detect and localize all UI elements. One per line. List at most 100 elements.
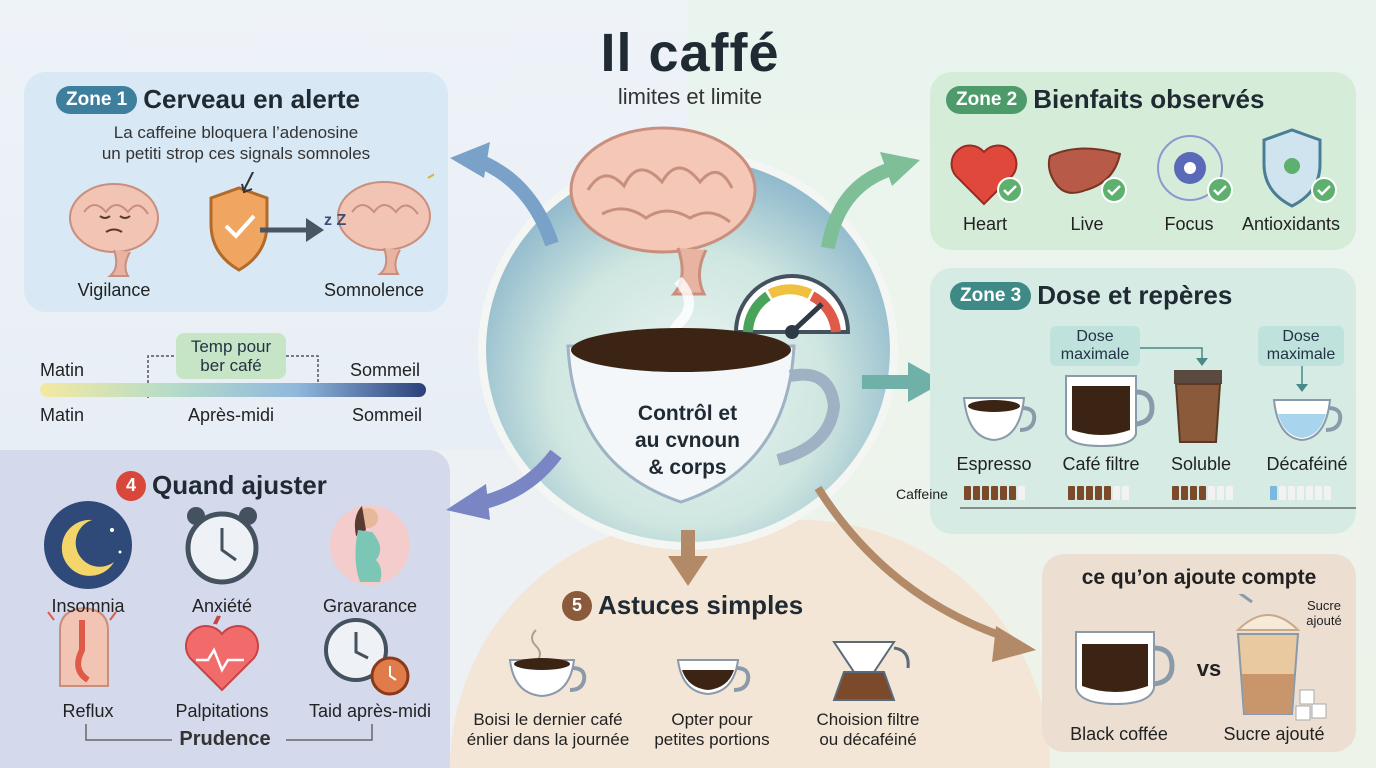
zone4-item-3: Gravarance (322, 596, 418, 616)
meter-segment (1104, 486, 1111, 500)
brain-icon (569, 126, 757, 296)
drink-espresso: Espresso (956, 454, 1032, 474)
zone5-icons (508, 629, 910, 701)
dose-tag-1-line2: maximale (1060, 346, 1130, 363)
center-illustration (566, 126, 851, 504)
zone5-number: 5 (562, 590, 592, 621)
zone2-icons (950, 128, 1337, 208)
zone5-header: 5 Astuces simples (562, 590, 803, 621)
zone5-tip-1-line1: Boisi le dernier café (473, 710, 623, 729)
black-coffee-label: Black coffée (1070, 724, 1168, 744)
meter-segment (1217, 486, 1224, 500)
zone3-pill: Zone 3 (950, 281, 1032, 310)
coffee-cup-icon (566, 328, 841, 504)
meter-segment (1068, 486, 1075, 500)
sugar-added-label: Sucre ajouté (1223, 724, 1325, 744)
sugar-tag-line2: ajouté (1306, 613, 1342, 628)
zone1-line2: un petiti strop ces signals somnoles (101, 144, 371, 163)
zone2-item-focus: Focus (1164, 214, 1214, 234)
latte-glass-icon (1235, 594, 1327, 721)
meter-segment (1077, 486, 1084, 500)
zone1-description: La caffeine bloquera l’adenosine un peti… (24, 122, 448, 164)
focus-icon (1157, 135, 1233, 203)
meter-segment (1122, 486, 1129, 500)
instant-coffee-cup-icon (1174, 370, 1222, 443)
decaf-cup-icon (1272, 399, 1343, 442)
pregnant-woman-icon (330, 505, 410, 585)
espresso-cup-icon (962, 397, 1037, 442)
heart-icon (950, 144, 1023, 206)
meter-segment (1324, 486, 1331, 500)
shield-icon (209, 172, 269, 272)
meter-soluble (1172, 486, 1233, 500)
center-line2: au cvnoun (634, 429, 740, 452)
zone4-item-2: Anxiété (191, 596, 253, 616)
zone5-tip-2-line1: Opter pour (671, 710, 753, 729)
reflux-icon (47, 606, 117, 687)
meter-segment (1172, 486, 1179, 500)
center-line3: & corps (648, 456, 727, 479)
zone2-item-antioxidants: Antioxidants (1241, 214, 1341, 234)
page-subtitle: limites et limite (617, 84, 763, 109)
sleepy-brain-icon (337, 172, 434, 275)
dose-tag-1-line1: Dose (1076, 328, 1114, 345)
zone4-title: Quand ajuster (152, 470, 327, 500)
meter-segment (1288, 486, 1295, 500)
dose-tag-2-line1: Dose (1282, 328, 1320, 345)
timeline-top-right: Sommeil (350, 360, 421, 380)
zone5-tip-1: Boisi le dernier café énlier dans la jou… (458, 710, 638, 750)
liver-icon (1047, 147, 1127, 203)
timeline-bottom-mid: Après-midi (188, 405, 275, 425)
zone3-panel: Zone 3 Dose et repères Dose maximale Dos… (896, 268, 1356, 534)
arrow-right-icon (260, 218, 324, 242)
zone5-tip-3-line2: ou décaféiné (819, 730, 917, 749)
meter-segment (1000, 486, 1007, 500)
zone4-item-1: Insomnia (51, 596, 125, 616)
zone4-icons (44, 501, 410, 696)
small-cup-icon (676, 659, 751, 696)
zone2-item-heart: Heart (962, 214, 1007, 234)
center-line1: Contrôl et (637, 402, 738, 425)
filter-pot-icon (832, 641, 910, 701)
timeline-bottom-right: Sommeil (352, 405, 423, 425)
zzz-label: z Z (324, 212, 347, 229)
meter-segment (1086, 486, 1093, 500)
timeline-top-left: Matin (40, 360, 85, 380)
meter-segment (982, 486, 989, 500)
zone5-tip-1-line2: énlier dans la journée (466, 730, 630, 749)
meter-segment (1181, 486, 1188, 500)
zone1-illustration (69, 172, 434, 277)
alarm-clock-icon (185, 507, 259, 585)
zone5-tip-3-line1: Choision filtre (816, 710, 920, 729)
zone2-title: Bienfaits observés (1033, 84, 1265, 114)
zone5-tip-3: Choision filtre ou décaféiné (798, 710, 938, 750)
zone2-header: Zone 2 Bienfaits observés (946, 84, 1264, 115)
filter-coffee-mug-icon (1065, 375, 1155, 448)
meter-segment (964, 486, 971, 500)
timeline-window-box: Temp pour ber café (176, 333, 286, 379)
dose-tag-2: Dose maximale (1258, 326, 1344, 366)
page-title: Il caffé (600, 23, 780, 83)
dose-tag-1: Dose maximale (1050, 326, 1140, 366)
meter-segment (991, 486, 998, 500)
meter-segment (973, 486, 980, 500)
zone1-panel: Zone 1 Cerveau en alerte La caffeine blo… (24, 72, 448, 312)
zone3-cups (960, 347, 1356, 509)
zone5-title: Astuces simples (598, 590, 804, 620)
moon-icon (44, 501, 132, 589)
meter-segment (1297, 486, 1304, 500)
somnolence-label: Somnolence (323, 280, 425, 300)
zone2-pill: Zone 2 (946, 85, 1028, 114)
meter-segment (1306, 486, 1313, 500)
timeline-bar (40, 383, 426, 397)
drink-decaf: Décaféiné (1266, 454, 1348, 474)
meter-segment (1208, 486, 1215, 500)
zone4-panel: 4 Quand ajuster Insomnia Anxiété Gravara… (0, 450, 450, 768)
zone5-tip-2: Opter pour petites portions (642, 710, 782, 750)
zone4-header: 4 Quand ajuster (116, 470, 327, 501)
zone5-tip-2-line2: petites portions (654, 730, 770, 749)
zone3-header: Zone 3 Dose et repères (950, 280, 1232, 311)
meter-espresso (964, 486, 1025, 500)
zone4-number: 4 (116, 470, 146, 501)
sugar-tag: Sucre ajouté (1292, 598, 1356, 628)
